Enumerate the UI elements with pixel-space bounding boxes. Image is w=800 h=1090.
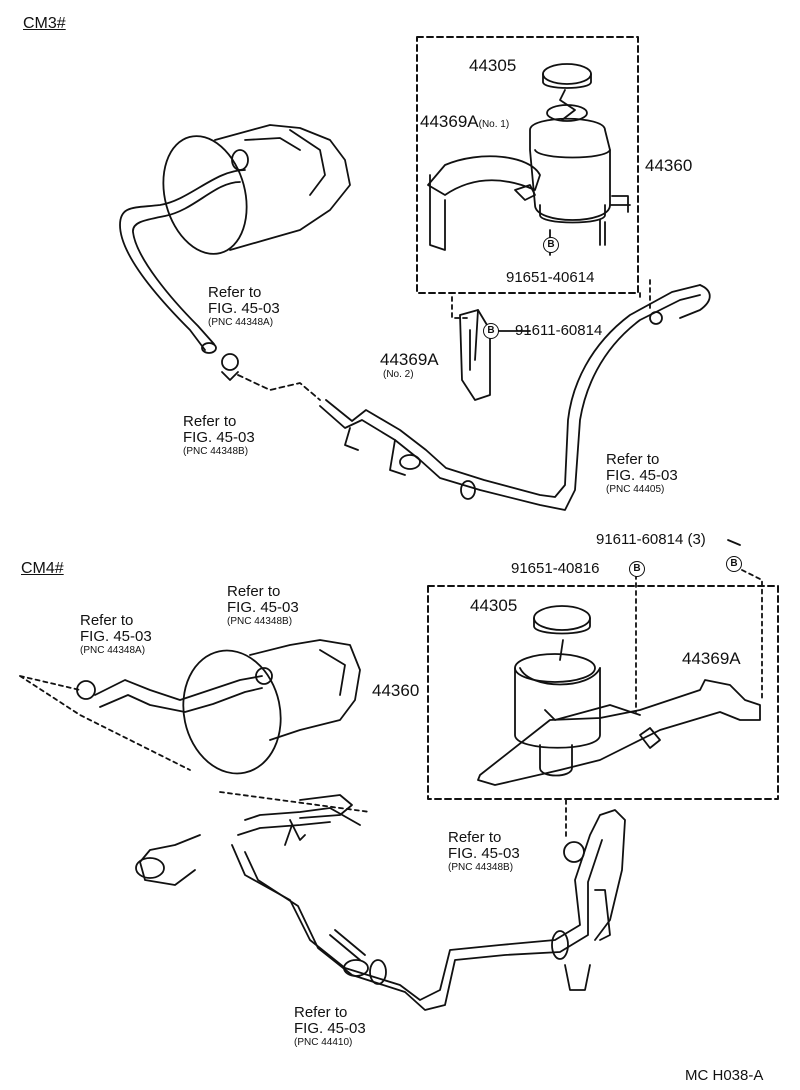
cm3-bolt2-part-number: 91611-60814 [515,322,603,339]
cm4-bolt-top-mark: B [726,556,742,572]
footer-figure-code: MC H038-A [685,1067,764,1084]
ref-line3: (PNC 44348A) [208,317,274,328]
cm4-bolt-top-part-number: 91611-60814 (3) [596,531,706,548]
ref-line1: Refer to [227,583,281,600]
ref-line1: Refer to [208,284,262,301]
cm3-cap-part-number: 44305 [469,56,517,75]
cm4-bracket-part-number: 44369A [682,649,741,668]
cm3-bracket-no1-note: (No. 1) [478,119,510,130]
ref-line2: FIG. 45-03 [448,845,520,862]
ref-line3: (PNC 44348B) [227,616,293,627]
ref-line1: Refer to [294,1004,348,1021]
cm4-pump [182,639,361,775]
ref-line1: Refer to [183,413,237,430]
cm3-bracket-no1-code: 44369A [420,112,479,131]
cm3-bracket-no2-note: (No. 2) [383,369,414,380]
cm3-pump [162,124,351,255]
cm3-reservoir-box [416,36,639,294]
cm4-bracket [477,679,761,786]
cm3-bracket-no2 [459,309,491,401]
cm3-bracket-no1 [427,155,541,251]
cm3-ref-hose-b: Refer to FIG. 45-03 (PNC 44348B) [183,413,255,458]
cm4-reservoir [514,605,601,777]
ref-line2: FIG. 45-03 [227,599,299,616]
cm3-reservoir [529,63,631,246]
ref-line2: FIG. 45-03 [294,1020,366,1037]
ref-line3: (PNC 44410) [294,1037,353,1048]
section-heading-cm3: CM3# [23,15,66,32]
cm4-cap-part-number: 44305 [470,596,518,615]
cm3-ref-hose-a: Refer to FIG. 45-03 (PNC 44348A) [208,284,280,329]
cm3-reservoir-part-number: 44360 [645,156,693,175]
ref-line3: (PNC 44405) [606,484,665,495]
cm4-reservoir-part-number: 44360 [372,681,420,700]
ref-line2: FIG. 45-03 [208,300,280,317]
ref-line2: FIG. 45-03 [80,628,152,645]
cm4-ref-pressure: Refer to FIG. 45-03 (PNC 44410) [294,1004,366,1049]
cm3-bolt2-mark: B [483,323,499,339]
ref-line3: (PNC 44348B) [183,446,249,457]
cm4-return-hose [76,667,273,713]
cm4-ref-hose-b-right: Refer to FIG. 45-03 (PNC 44348B) [448,829,520,874]
cm3-ref-pressure: Refer to FIG. 45-03 (PNC 44405) [606,451,678,496]
cm3-bracket-no1-part-number: 44369A(No. 1) [420,112,510,131]
ref-line3: (PNC 44348A) [80,645,146,656]
cm4-bolt-mid-mark: B [629,561,645,577]
ref-line1: Refer to [448,829,502,846]
ref-line3: (PNC 44348B) [448,862,514,873]
cm4-ref-hose-b-top: Refer to FIG. 45-03 (PNC 44348B) [227,583,299,628]
cm4-bolt-mid-part-number: 91651-40816 [511,560,600,577]
ref-line1: Refer to [80,612,134,629]
ref-line1: Refer to [606,451,660,468]
cm3-clamp [221,353,239,371]
cm3-return-hose [119,149,249,354]
cm3-bolt-part-number: 91651-40614 [506,269,595,286]
section-heading-cm4: CM4# [21,560,64,577]
cm3-bracket-no2-part-number: 44369A [380,350,439,369]
ref-line2: FIG. 45-03 [183,429,255,446]
cm3-pressure-line [319,284,711,511]
cm4-reservoir-box [427,585,779,800]
ref-line2: FIG. 45-03 [606,467,678,484]
cm4-ref-hose-a: Refer to FIG. 45-03 (PNC 44348A) [80,612,152,657]
cm3-bolt-mark: B [543,237,559,253]
cm4-pressure-line [135,794,626,1011]
